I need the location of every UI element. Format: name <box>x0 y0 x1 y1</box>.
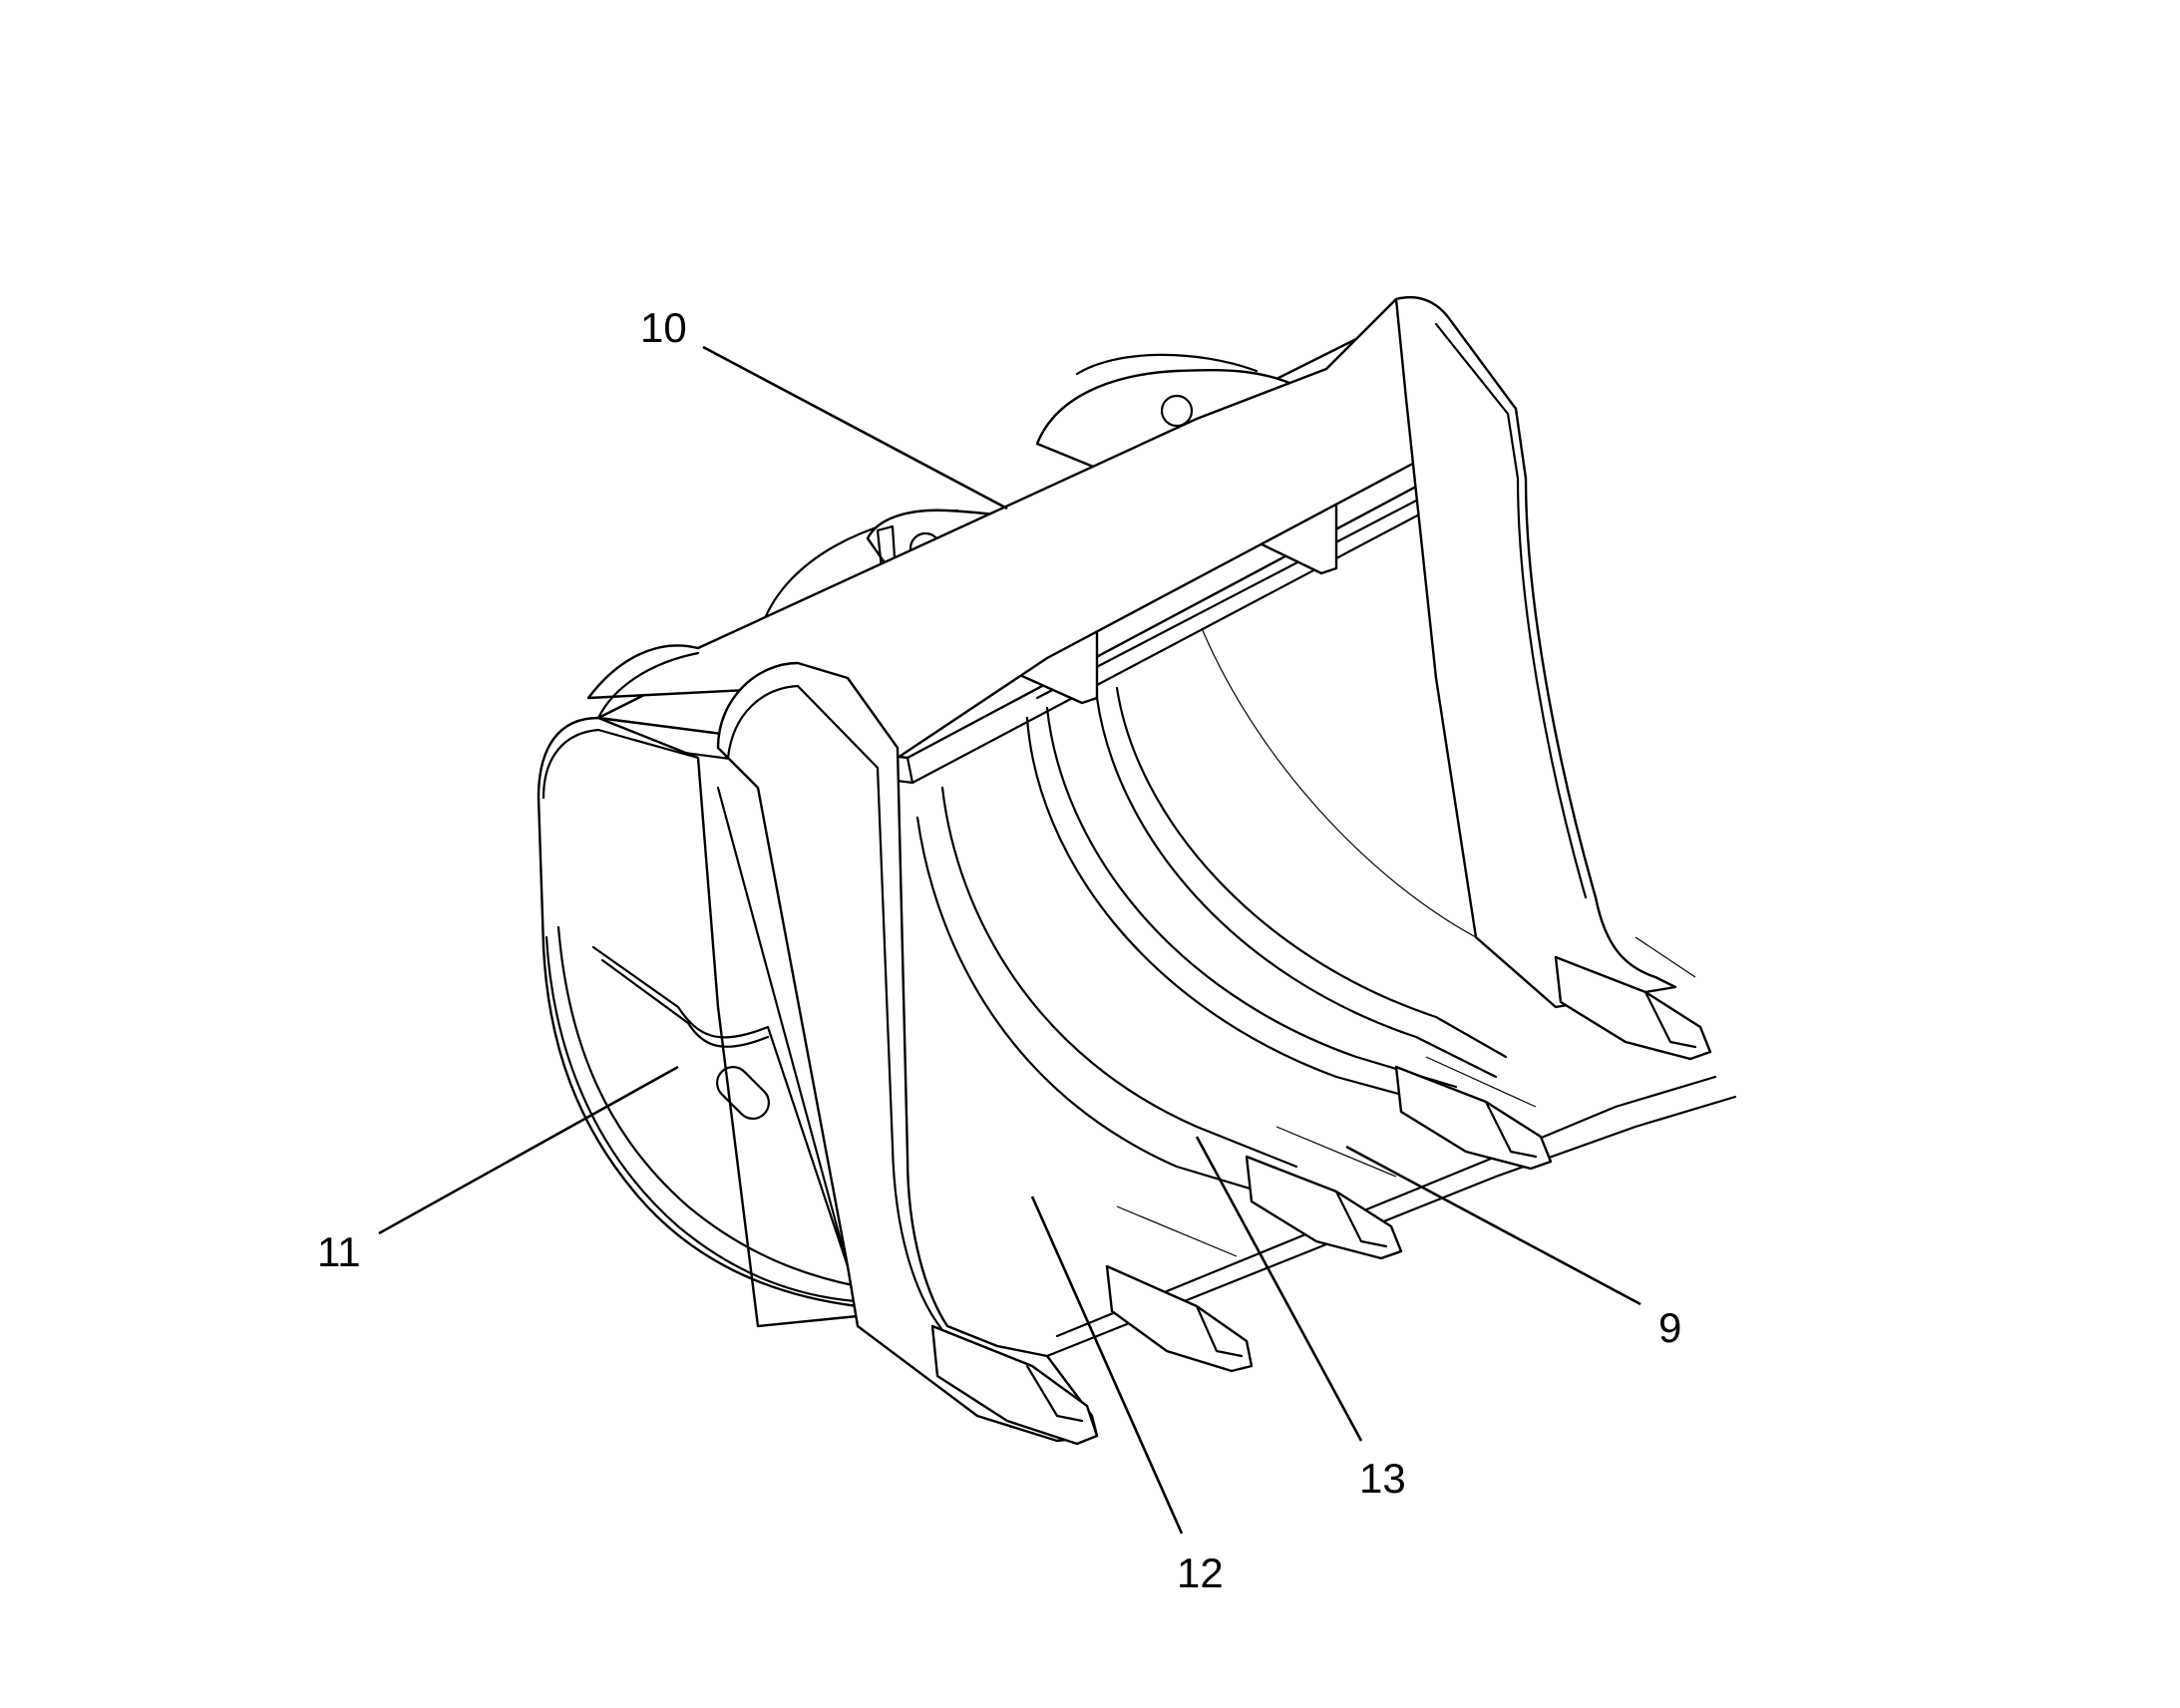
ref-label-9: 9 <box>1658 1304 1681 1351</box>
tooth-4 <box>1394 1065 1553 1171</box>
leader-10 <box>702 345 1008 511</box>
side-plate-left <box>537 716 860 1328</box>
tooth-5 <box>1554 955 1712 1061</box>
ref-label-11: 11 <box>317 1228 361 1275</box>
leader-11 <box>378 1065 679 1235</box>
leader-13 <box>1195 1136 1363 1442</box>
tooth-2 <box>1105 1264 1254 1373</box>
leader-12 <box>1030 1196 1184 1535</box>
leader-9 <box>1345 1145 1641 1306</box>
ref-label-13: 13 <box>1359 1455 1406 1502</box>
bucket-teeth <box>930 955 1712 1446</box>
tooth-3 <box>1245 1155 1403 1260</box>
tooth-1 <box>930 1324 1099 1446</box>
ref-label-12: 12 <box>1177 1549 1224 1596</box>
leader-lines <box>378 345 1641 1535</box>
tine-shanks <box>915 686 1508 1198</box>
ref-label-10: 10 <box>640 304 687 351</box>
side-plate-right <box>1394 296 1677 1009</box>
cutting-edge <box>1045 936 1737 1358</box>
